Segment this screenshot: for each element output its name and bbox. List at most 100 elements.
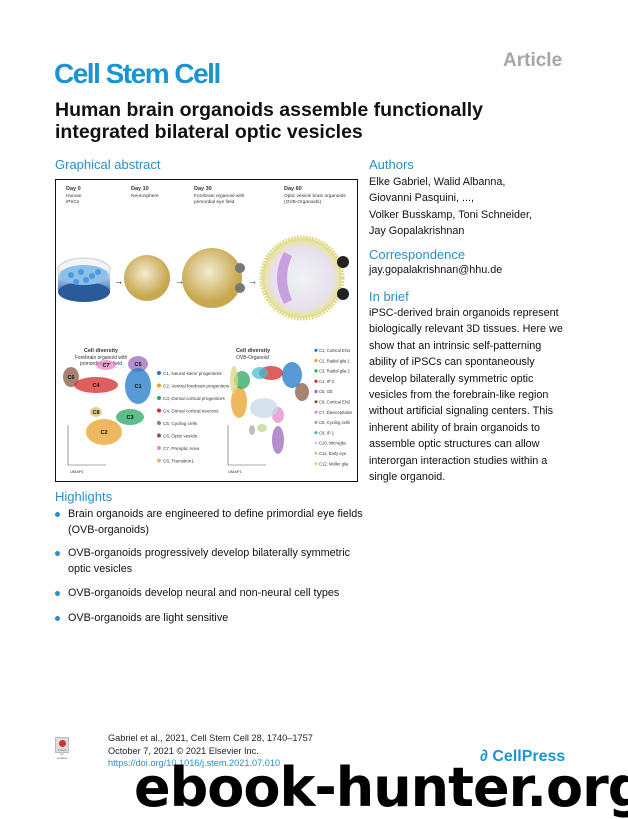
axis-label: UMAP1	[70, 469, 85, 474]
umap-cluster	[128, 356, 148, 372]
legend-swatch	[157, 446, 161, 450]
legend-swatch	[314, 400, 318, 404]
cellpress-logo: ∂ CellPress	[480, 748, 565, 766]
legend-label: C1, Cortical EN1	[319, 348, 351, 353]
authors-heading: Authors	[369, 157, 414, 172]
cluster-label: C1	[134, 384, 141, 390]
stage-description: Neurosphere	[131, 193, 159, 199]
axis-label: UMAP1	[228, 469, 243, 474]
in-brief-heading: In brief	[369, 289, 409, 304]
highlight-item: OVB-organoids progressively develop bila…	[55, 546, 375, 577]
legend-label: C8, Transition1	[163, 459, 194, 464]
highlight-text: optic vesicles	[68, 562, 133, 575]
umap-cluster	[125, 368, 151, 404]
highlight-item: OVB-organoids develop neural and non-neu…	[55, 586, 375, 602]
legend-label: C6, Cortical EN2	[319, 400, 351, 405]
in-brief-line: assemble optic structures can allow	[369, 438, 540, 451]
legend-label: C7, Preoptic Area	[163, 446, 199, 451]
article-type-label: Article	[503, 50, 563, 71]
umap-cluster	[96, 360, 116, 370]
umap-axes	[67, 425, 106, 466]
stage-description: iPSCs	[66, 199, 80, 205]
legend-label: C2, Radial glia 1	[319, 358, 350, 363]
title-line: Human brain organoids assemble functiona…	[55, 99, 484, 121]
legend-label: C3, Dorsal cortical progenitors	[163, 396, 225, 401]
highlight-text: (OVB-organoids)	[68, 523, 150, 536]
cluster-label: C4	[92, 383, 100, 389]
stage-day-label: Day 10	[131, 186, 149, 192]
umap-cluster	[252, 367, 268, 379]
check-updates-icon[interactable]: Check for updates	[55, 737, 69, 760]
highlight-text: OVB-organoids are light sensitive	[68, 612, 229, 624]
legend-swatch	[157, 383, 161, 388]
legend-label: C10, Microglia	[319, 441, 346, 446]
check-updates-label: Check for updates	[56, 748, 68, 760]
highlight-item: OVB-organoids are light sensitive	[55, 611, 375, 627]
forebrain-organoid-illustration	[182, 248, 242, 308]
in-brief-line: without artificial signaling centers. Th…	[369, 405, 554, 418]
article-title: Human brain organoids assemble functiona…	[55, 99, 555, 143]
legend-swatch	[157, 371, 161, 375]
cluster-label: C6	[67, 375, 74, 381]
legend-swatch	[157, 396, 161, 400]
umap-cluster	[282, 362, 302, 388]
legend-label: C9, IP 1	[319, 430, 335, 435]
umap-axes	[227, 425, 266, 466]
bullet-icon	[55, 551, 60, 556]
legend-swatch	[314, 441, 318, 445]
in-brief-line: interorgan interaction studies within a	[369, 454, 548, 467]
highlight-item: Brain organoids are engineered to define…	[55, 507, 375, 538]
legend-label: C2, Ventral forebrain progenitors	[163, 384, 230, 389]
svg-text:→: →	[114, 276, 123, 286]
umap-cluster	[230, 366, 238, 394]
legend-swatch	[157, 458, 161, 463]
cluster-label: C8	[92, 410, 99, 416]
legend-swatch	[157, 433, 161, 438]
umap-cluster	[250, 398, 278, 418]
publisher-name: CellPress	[492, 748, 566, 765]
legend-label: C7, Diencephalon	[319, 410, 353, 415]
graphical-abstract-heading: Graphical abstract	[55, 157, 161, 172]
legend-label: C5, Cycling cells	[163, 421, 198, 426]
svg-text:→: →	[248, 276, 257, 286]
stage-description: Human	[66, 193, 82, 199]
umap-cluster	[74, 377, 118, 393]
legend-label: C12, Müller glia	[319, 461, 349, 466]
stage-description: Optic vesicle brain organoids	[284, 193, 346, 199]
doi-link[interactable]: https://doi.org/10.1016/j.stem.2021.07.0…	[108, 758, 281, 768]
author-line[interactable]: Giovanni Pasquini, ...,	[369, 192, 475, 205]
author-line[interactable]: Volker Busskamp, Toni Schneider,	[369, 208, 533, 221]
stage-day-label: Day 60	[284, 186, 302, 192]
cluster-label: C5	[134, 362, 141, 368]
legend-swatch	[314, 431, 318, 435]
in-brief-line: ability of iPSCs can spontaneously	[369, 356, 535, 369]
citation: Gabriel et al., 2021, Cell Stem Cell 28,…	[108, 733, 313, 743]
legend-swatch	[314, 410, 318, 414]
legend-label: C4, Dorsal cortical neurons	[163, 409, 219, 414]
title-line: integrated bilateral optic vesicles	[55, 121, 363, 143]
bullet-icon	[55, 616, 60, 621]
panel-title: Cell diversity	[84, 348, 119, 354]
in-brief-line: show that an intrinsic self-patterning	[369, 339, 542, 352]
legend-swatch	[157, 421, 161, 425]
publication-date: October 7, 2021 © 2021 Elsevier Inc.	[108, 745, 259, 756]
legend-label: C4, IP 2	[319, 379, 335, 384]
author-line[interactable]: Jay Gopalakrishnan	[369, 225, 465, 238]
legend-label: C11, Early eye	[319, 451, 347, 456]
citation-block: Gabriel et al., 2021, Cell Stem Cell 28,…	[108, 732, 313, 770]
legend-label: C6, Optic vesicle	[163, 434, 198, 439]
correspondence-email[interactable]: jay.gopalakrishnan@hhu.de	[369, 264, 503, 276]
svg-text:→: →	[175, 276, 184, 286]
author-line[interactable]: Elke Gabriel, Walid Albanna,	[369, 176, 506, 188]
umap-cluster	[249, 425, 255, 435]
in-brief-line: iPSC-derived brain organoids represent	[369, 307, 559, 319]
legend-swatch	[314, 359, 318, 363]
cluster-label: C7	[102, 363, 109, 369]
legend-label: C5, GE	[319, 389, 333, 394]
journal-logo: Cell Stem Cell	[54, 58, 221, 89]
highlight-text: OVB-organoids develop neural and non-neu…	[68, 587, 340, 599]
correspondence-heading: Correspondence	[369, 247, 466, 262]
neurosphere-illustration	[124, 255, 170, 301]
umap-cluster	[272, 426, 284, 454]
